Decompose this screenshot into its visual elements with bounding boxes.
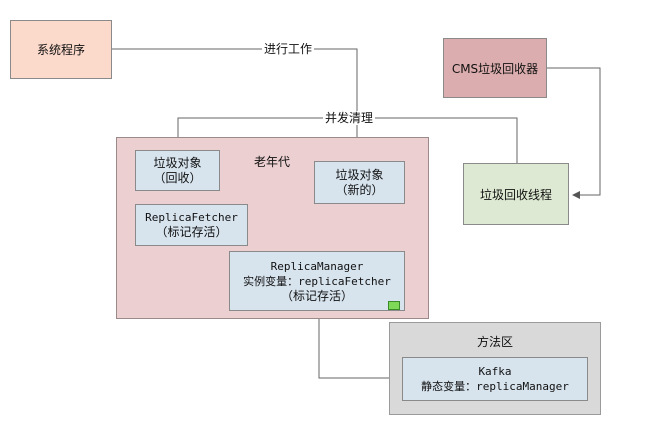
replica-fetcher-line1: ReplicaFetcher [145, 211, 238, 224]
garbage-new-line1: 垃圾对象 [335, 167, 384, 182]
kafka-line1: Kafka [478, 365, 512, 378]
kafka-line2: 静态变量：replicaManager [421, 380, 569, 393]
replica-manager-node: ReplicaManager 实例变量：replicaFetcher （标记存活… [229, 251, 405, 311]
garbage-new-line2: （新的） [335, 182, 384, 197]
edge-cms-to-thread [547, 67, 601, 199]
replica-manager-line3: （标记存活） [280, 288, 353, 303]
garbage-collected-line2: （回收） [153, 170, 202, 185]
replica-manager-line2: 实例变量：replicaFetcher [243, 274, 391, 288]
garbage-object-new: 垃圾对象 （新的） [314, 161, 405, 204]
method-area-label: 方法区 [477, 335, 514, 349]
gc-thread-label: 垃圾回收线程 [479, 187, 552, 202]
edge-label-work: 进行工作 [262, 42, 315, 56]
replica-manager-line1: ReplicaManager [270, 259, 364, 273]
gc-thread-node: 垃圾回收线程 [463, 163, 569, 225]
cms-collector-label: CMS垃圾回收器 [451, 61, 539, 76]
edge-label-concurrent-clean: 并发清理 [323, 111, 376, 125]
replica-fetcher-line2: （标记存活） [155, 225, 228, 239]
kafka-node: Kafka 静态变量：replicaManager [402, 357, 588, 401]
cms-collector-node: CMS垃圾回收器 [443, 38, 547, 98]
edge-kafka-to-manager [315, 310, 402, 379]
garbage-object-collected: 垃圾对象 （回收） [135, 150, 220, 191]
system-program-node: 系统程序 [10, 20, 112, 79]
system-program-label: 系统程序 [36, 43, 85, 57]
green-marker-icon [388, 301, 400, 310]
garbage-collected-line1: 垃圾对象 [153, 155, 202, 170]
old-generation-label: 老年代 [254, 155, 291, 169]
replica-fetcher-node: ReplicaFetcher （标记存活） [135, 204, 248, 246]
